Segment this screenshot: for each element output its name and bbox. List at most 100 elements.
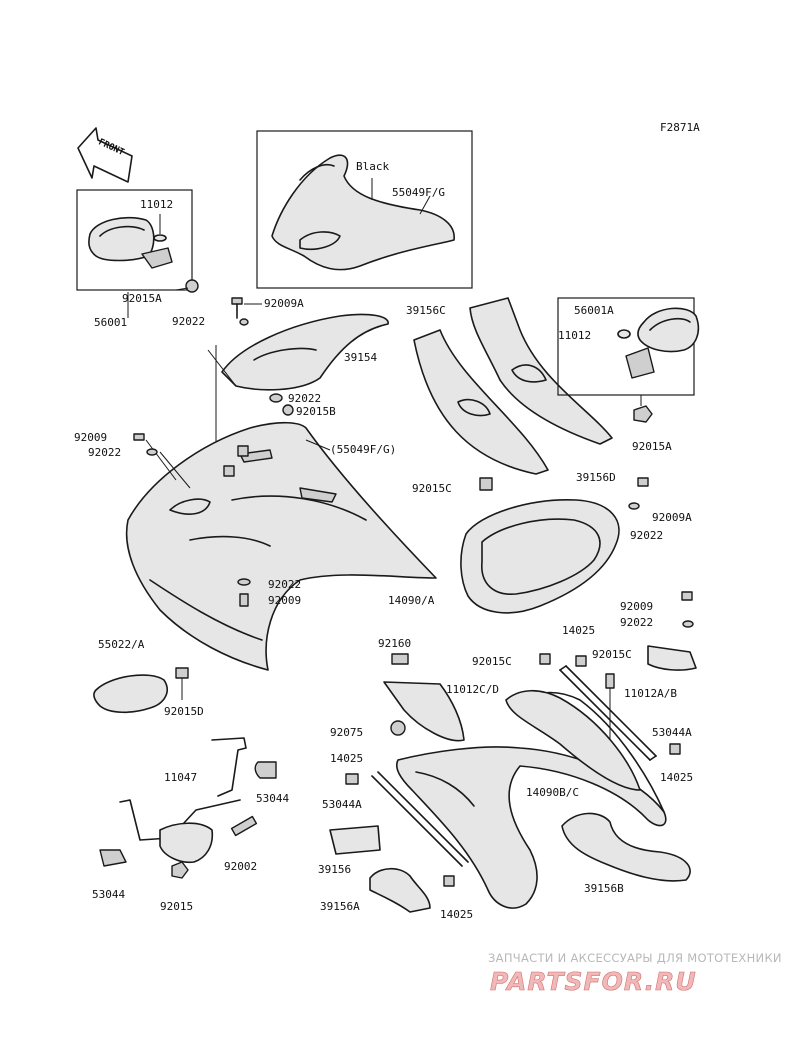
lower-cowl — [371, 689, 667, 909]
windshield-icon — [271, 154, 455, 271]
grommet-92075-icon — [390, 720, 406, 736]
label-53044A-left: 53044A — [322, 798, 362, 811]
bolt-92002-icon — [230, 815, 258, 837]
label-55049FG-ref: (55049F/G) — [330, 443, 396, 456]
label-92015B: 92015B — [296, 405, 336, 418]
watermark-subtitle: ЗАПЧАСТИ И АКСЕССУАРЫ ДЛЯ МОТОТЕХНИКИ — [488, 951, 782, 965]
label-92009-mid: 92009 — [268, 594, 301, 607]
clip-92015C-right-icon — [605, 673, 615, 689]
label-39156C: 39156C — [406, 304, 446, 317]
label-92022-top: 92022 — [172, 315, 205, 328]
right-side-pieces — [559, 591, 697, 761]
washer-92022-right2-icon — [682, 620, 694, 628]
washer-upper-icon — [269, 393, 283, 403]
lower-cowl-14090BC-icon — [396, 746, 667, 909]
label-55049FG: 55049F/G — [392, 186, 445, 199]
label-92022-upper: 92022 — [288, 392, 321, 405]
label-14090BC: 14090B/C — [526, 786, 579, 799]
label-92015A-left: 92015A — [122, 292, 162, 305]
nut-92015-icon — [171, 861, 189, 879]
bracket-53044-left-icon — [99, 849, 127, 867]
duct-11012AB-icon — [647, 645, 697, 671]
washer-92022-right-icon — [628, 502, 640, 510]
label-92160: 92160 — [378, 637, 411, 650]
label-92015C-mid: 92015C — [472, 655, 512, 668]
bolt-92009-right-icon — [681, 591, 693, 601]
bolt-92009-mid-icon — [239, 593, 249, 607]
label-92009-right: 92009 — [620, 600, 653, 613]
label-92022-right: 92022 — [620, 616, 653, 629]
label-92022-left: 92022 — [88, 446, 121, 459]
label-92009-left: 92009 — [74, 431, 107, 444]
label-53044A-right: 53044A — [652, 726, 692, 739]
label-39156B: 39156B — [584, 882, 624, 895]
cover-92015D — [93, 667, 189, 714]
label-11012AB: 11012A/B — [624, 687, 677, 700]
nut-92015B-icon — [282, 404, 294, 416]
label-92015C-right: 92015C — [592, 648, 632, 661]
label-55022A: 55022/A — [98, 638, 145, 651]
lower-left-pieces — [345, 653, 551, 785]
label-11012-left: 11012 — [140, 198, 173, 211]
bolt-92009-left-icon — [133, 433, 145, 441]
windshield-box — [256, 130, 473, 289]
label-14025-top: 14025 — [562, 624, 595, 637]
pad-39156A-icon — [369, 867, 431, 913]
upper-fairing — [125, 421, 437, 671]
label-11012CD: 11012C/D — [446, 683, 499, 696]
label-92009A-right: 92009A — [652, 511, 692, 524]
label-53044-left: 53044 — [92, 888, 125, 901]
part-labels: 11012 92015A 56001 55049F/G Black 92009A… — [74, 160, 693, 921]
pad-92160-icon — [391, 653, 409, 665]
bolt-92009A-right-icon — [637, 477, 649, 487]
washer-icon — [153, 234, 167, 242]
stay-11047 — [99, 737, 277, 879]
label-14090A: 14090/A — [388, 594, 435, 607]
watermark: ЗАПЧАСТИ И АКСЕССУАРЫ ДЛЯ МОТОТЕХНИКИ PA… — [488, 951, 782, 996]
pad-14025-bottom-icon — [443, 875, 455, 887]
left-mirror-box — [76, 189, 193, 291]
label-39154: 39154 — [344, 351, 377, 364]
nut-icon — [185, 279, 199, 293]
mirror-stay-icon — [141, 247, 173, 269]
label-56001: 56001 — [94, 316, 127, 329]
label-92002: 92002 — [224, 860, 257, 873]
label-39156: 39156 — [318, 863, 351, 876]
diagram-code: F2871A — [660, 121, 700, 134]
color-note: Black — [356, 160, 389, 173]
label-14025-right: 14025 — [660, 771, 693, 784]
label-11047: 11047 — [164, 771, 197, 784]
panel-39156C-icon — [413, 329, 549, 475]
front-arrow-icon: FRONT — [77, 127, 133, 183]
label-53044-right: 53044 — [256, 792, 289, 805]
pad-14025-icon — [575, 655, 587, 667]
meter-cover — [460, 477, 649, 614]
right-mirror-group — [557, 297, 700, 423]
pad-14025-left-icon — [345, 773, 359, 785]
clip-icon — [223, 465, 235, 477]
label-92009A-top: 92009A — [264, 297, 304, 310]
label-92022-mid: 92022 — [268, 578, 301, 591]
label-92015: 92015 — [160, 900, 193, 913]
label-92075: 92075 — [330, 726, 363, 739]
label-11012-right: 11012 — [558, 329, 591, 342]
seat-pads — [329, 812, 691, 913]
left-mirror-group — [76, 189, 199, 318]
right-mirror-stay-icon — [625, 347, 655, 379]
label-56001A: 56001A — [574, 304, 614, 317]
right-mirror-icon — [637, 307, 700, 353]
label-14025-left: 14025 — [330, 752, 363, 765]
right-washer-icon — [617, 329, 631, 339]
bracket-53044-icon — [254, 761, 277, 779]
label-92015D: 92015D — [164, 705, 204, 718]
washer-92022-icon — [239, 318, 249, 326]
label-39156D: 39156D — [576, 471, 616, 484]
label-92015C-meter: 92015C — [412, 482, 452, 495]
washer-92022-left-icon — [146, 448, 158, 456]
clip-92015C-icon — [479, 477, 493, 491]
pad-39156-icon — [329, 825, 381, 855]
label-14025-bottom: 14025 — [440, 908, 473, 921]
right-nut-icon — [633, 405, 653, 423]
lower-panel-icon — [505, 689, 641, 791]
